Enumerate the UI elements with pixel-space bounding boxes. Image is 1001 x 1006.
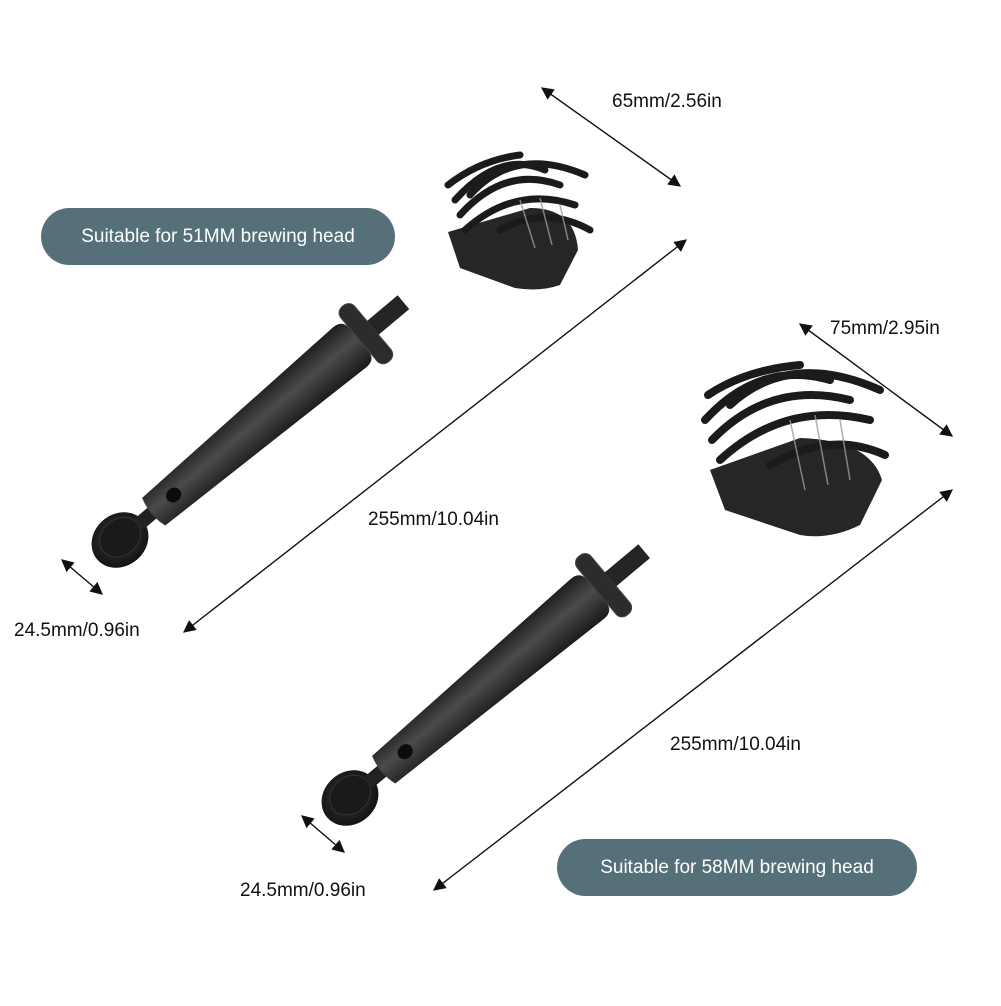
arrow-length-51 [183,239,687,633]
dim-spoon-58: 24.5mm/0.96in [240,880,366,901]
arrow-head-width-58 [798,323,954,437]
arrow-spoon-58 [301,815,345,853]
wire-bristles [701,361,889,469]
label-58mm-pill: Suitable for 58MM brewing head [557,839,917,896]
dimension-arrows [61,87,954,891]
label-51mm-pill: Suitable for 51MM brewing head [41,208,395,265]
arrow-length-58 [433,489,953,891]
arrow-head-width-51 [540,87,682,187]
dim-length-51: 255mm/10.04in [368,509,499,530]
dim-head-width-51: 65mm/2.56in [612,91,722,112]
brush-58mm [321,361,889,826]
dim-spoon-51: 24.5mm/0.96in [14,620,140,641]
arrow-spoon-51 [61,559,103,595]
dim-head-width-58: 75mm/2.95in [830,318,940,339]
dim-length-58: 255mm/10.04in [670,734,801,755]
wire-bristles [444,151,594,234]
